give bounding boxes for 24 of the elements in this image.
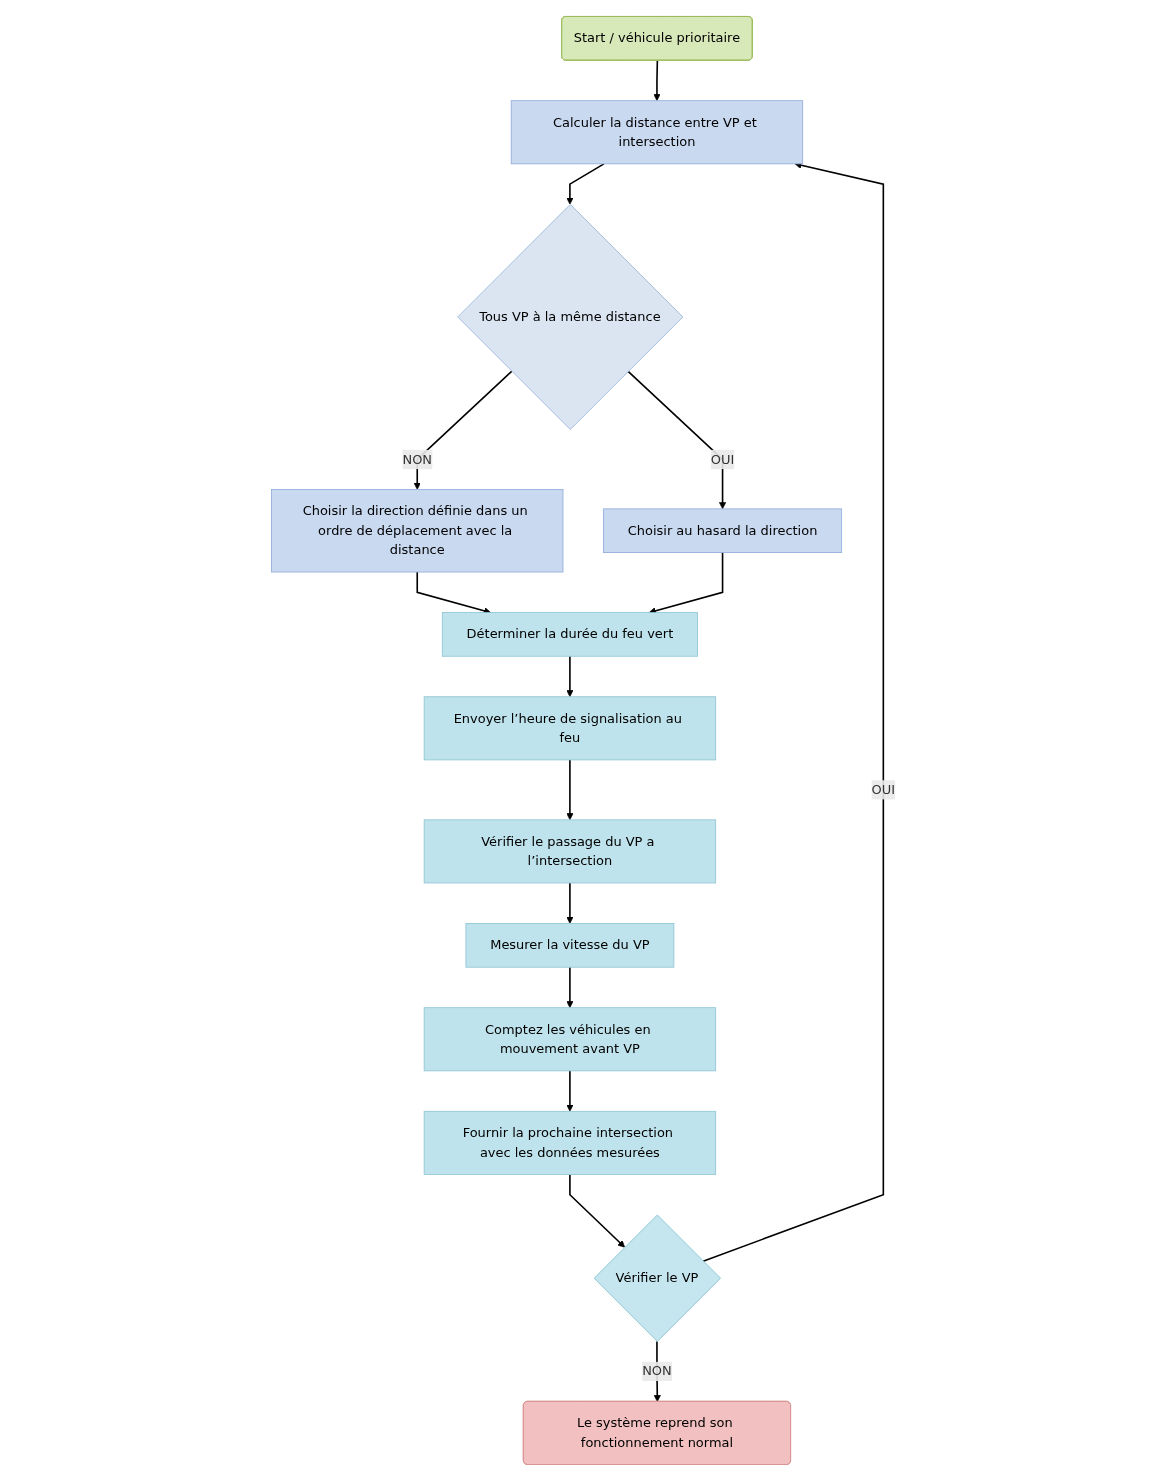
arrow bbox=[653, 59, 661, 101]
arrow bbox=[566, 882, 574, 924]
edge-label: NON bbox=[402, 451, 432, 467]
node-diamond: Tous VP à la même distance bbox=[457, 203, 683, 430]
arrow bbox=[566, 966, 574, 1008]
node-box: Déterminer la durée du feu vert bbox=[441, 612, 698, 657]
node-box: Choisir la direction définie dans un ordre de déplacement avec la distance bbox=[270, 489, 564, 573]
node-box: Envoyer l’heure de signalisation au feu bbox=[423, 696, 716, 761]
edge-label: OUI bbox=[871, 781, 895, 798]
node-box: Fournir la prochaine intersection avec les données mesurées bbox=[423, 1110, 716, 1175]
edge-label: OUI bbox=[710, 451, 735, 467]
arrow bbox=[566, 1070, 574, 1112]
node-box: Mesurer la vitesse du VP bbox=[465, 923, 674, 968]
arrow bbox=[627, 370, 726, 510]
arrow bbox=[566, 163, 605, 205]
node-box: Vérifier le passage du VP a l’intersection bbox=[423, 819, 716, 884]
node-box: Comptez les véhicules en mouvement avant VP bbox=[423, 1007, 716, 1072]
node-box: Calculer la distance entre VP et intersection bbox=[510, 100, 803, 165]
node-box: Choisir au hasard la direction bbox=[602, 508, 842, 553]
node-diamond: Vérifier le VP bbox=[593, 1214, 721, 1342]
arrow bbox=[568, 1173, 625, 1248]
arrow bbox=[566, 655, 574, 698]
edge-label: NON bbox=[641, 1363, 672, 1379]
arrow bbox=[566, 759, 574, 821]
